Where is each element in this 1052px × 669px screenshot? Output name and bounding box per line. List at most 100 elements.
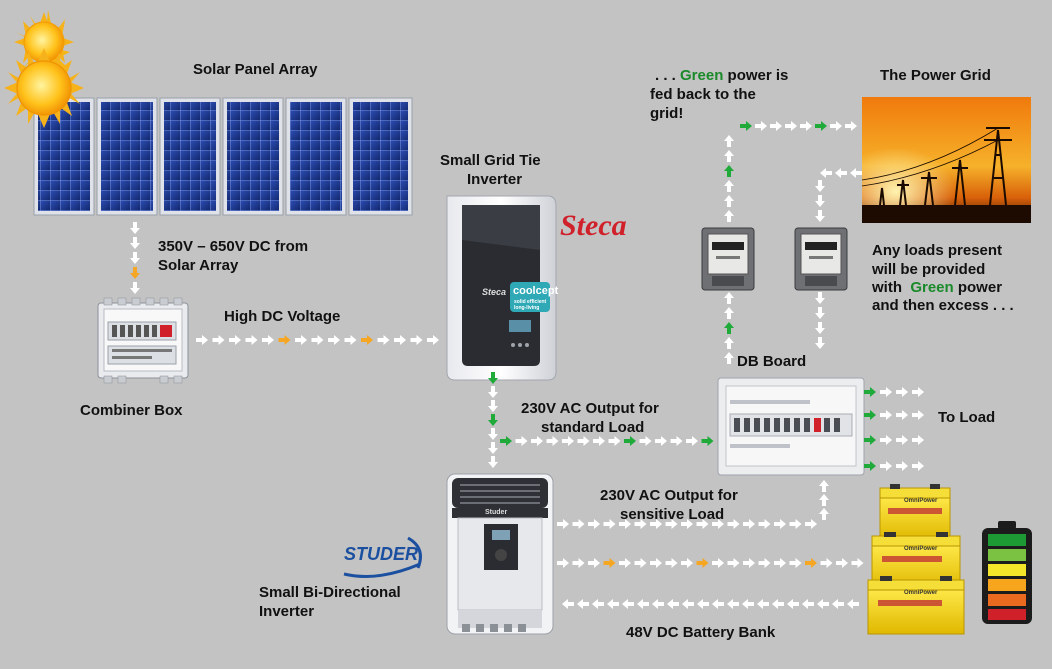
flow-arrow	[820, 558, 833, 568]
flow-arrow	[724, 195, 734, 207]
bidirectional-inverter-icon	[446, 473, 554, 635]
combiner-box-icon	[97, 297, 189, 384]
flow-arrow	[686, 436, 698, 446]
flow-arrow	[742, 599, 754, 609]
fed-back-line3: grid!	[650, 105, 684, 122]
flow-arrow	[681, 558, 693, 568]
flow-arrow	[758, 558, 771, 568]
flow-arrow	[546, 436, 559, 446]
flow-arrow	[377, 335, 390, 345]
flow-arrow	[295, 335, 307, 345]
flow-arrow	[531, 436, 543, 446]
flow-arrow	[311, 335, 324, 345]
flow-arrow	[619, 558, 631, 568]
energy-meter-icon	[701, 227, 755, 291]
flow-arrow	[789, 519, 802, 529]
db-board-icon	[717, 377, 865, 476]
grid-tie-inverter-icon	[446, 195, 557, 381]
flow-arrow	[724, 150, 734, 162]
flow-arrow	[196, 335, 208, 345]
flow-arrow	[864, 387, 876, 397]
fed-back-dots: . . .	[655, 67, 681, 84]
flow-arrow	[245, 335, 258, 345]
loads-green-word: Green	[910, 279, 954, 296]
flow-arrow	[577, 436, 590, 446]
flow-arrow	[488, 442, 498, 454]
flow-arrow	[608, 436, 621, 446]
omnipower-label: OmniPower	[904, 590, 938, 596]
flow-arrow	[572, 519, 585, 529]
battery-level-icon	[982, 521, 1032, 624]
flow-arrow	[588, 558, 600, 568]
flow-arrow	[667, 599, 679, 609]
fed-back-line1: . . . Green power is	[655, 66, 788, 85]
db-board-label: DB Board	[737, 353, 807, 370]
loads-line1: Any loads present	[872, 242, 1003, 259]
flow-arrow	[682, 599, 694, 609]
flow-arrow	[815, 210, 825, 222]
flow-arrow	[394, 335, 406, 345]
flow-arrow	[724, 135, 734, 147]
flow-arrow	[815, 322, 825, 334]
flow-arrow	[743, 558, 755, 568]
flow-arrow	[758, 519, 771, 529]
solar-panel-icon	[96, 97, 158, 216]
flow-arrow	[603, 519, 616, 529]
ac-sensitive-line2: sensitive Load	[620, 506, 725, 523]
loads-line2: will be provided	[872, 261, 986, 278]
flow-arrow	[724, 337, 734, 349]
battery-bank-icon	[867, 484, 965, 635]
sun-overlay	[4, 48, 84, 128]
flow-arrow	[588, 519, 600, 529]
solar-panel-array-icon	[33, 97, 413, 216]
flow-arrow	[562, 599, 574, 609]
flow-arrow	[836, 558, 848, 568]
flow-arrow	[712, 599, 724, 609]
flow-arrow	[912, 461, 924, 471]
flow-arrow	[785, 121, 797, 131]
solar-panel-icon	[285, 97, 347, 216]
flow-arrow	[130, 267, 140, 279]
solar-array-title: Solar Panel Array	[193, 61, 318, 78]
omnipower-label: OmniPower	[904, 498, 938, 504]
flow-arrow	[500, 436, 512, 446]
flow-arrow	[427, 335, 439, 345]
flow-arrow	[819, 480, 829, 492]
flow-arrow	[622, 599, 634, 609]
flow-arrow	[557, 558, 569, 568]
flow-arrow	[607, 599, 619, 609]
flow-arrow	[592, 599, 604, 609]
flow-arrow	[819, 508, 829, 520]
omnipower-label: OmniPower	[904, 546, 938, 552]
combiner-label: Combiner Box	[80, 402, 183, 419]
ac-sensitive-line1: 230V AC Output for	[600, 487, 738, 504]
flow-arrow	[864, 435, 876, 445]
flow-arrow	[815, 337, 825, 349]
power-grid-photo-icon	[861, 97, 1031, 223]
flow-arrow	[262, 335, 274, 345]
flow-arrow	[770, 121, 782, 131]
flow-arrow	[850, 168, 862, 178]
power-grid-title: The Power Grid	[880, 67, 991, 84]
flow-arrow	[727, 519, 740, 529]
flow-arrow	[229, 335, 241, 345]
flow-arrow	[488, 414, 498, 426]
flow-arrow	[774, 558, 786, 568]
flow-arrow	[815, 195, 825, 207]
solar-panel-icon	[33, 97, 95, 216]
flow-arrow	[488, 456, 498, 468]
steca-logo: Steca	[560, 209, 627, 242]
inverter-badge-steca: Steca	[482, 287, 507, 297]
flow-arrow	[670, 436, 683, 446]
flow-arrow	[743, 519, 755, 529]
studer-front-badge: Studer	[485, 509, 508, 516]
flow-arrow	[624, 436, 636, 446]
dc-from-array-line1: 350V – 650V DC from	[158, 238, 309, 255]
flow-arrow	[593, 436, 605, 446]
flow-arrow	[724, 352, 734, 364]
flow-arrow	[805, 558, 817, 568]
flow-arrow	[344, 335, 357, 345]
flow-arrow	[328, 335, 340, 345]
flow-arrow	[212, 335, 225, 345]
coolcept-logo: coolcept	[513, 285, 559, 297]
